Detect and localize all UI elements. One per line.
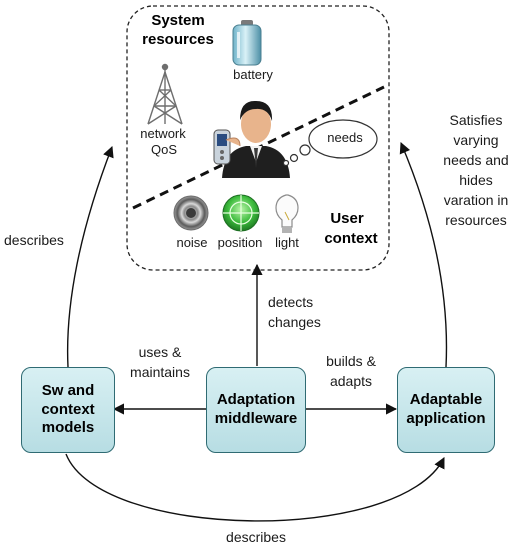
needs-label: needs — [327, 130, 363, 145]
detects-changes-line1: detects — [268, 294, 314, 310]
satisfies-line4: hides — [459, 172, 493, 188]
needs-thought-bubble — [282, 119, 378, 167]
uses-maintains-line1: uses & — [138, 344, 182, 360]
phone-icon — [213, 129, 241, 165]
system-resources-text: System resources — [142, 12, 214, 48]
network-label-line2: QoS — [150, 142, 178, 157]
network-label-line1: network — [140, 126, 186, 141]
arrow-describes-left — [66, 145, 114, 368]
network-tower-icon — [147, 63, 183, 125]
adaptable-application-box: Adaptable application — [397, 367, 495, 453]
position-target-icon — [222, 194, 260, 232]
user-context-line1: User — [330, 210, 364, 227]
noise-label: noise — [176, 235, 208, 250]
satisfies-line6: resources — [445, 212, 507, 228]
system-resources-title: System resources — [133, 12, 223, 50]
satisfies-line2: varying — [453, 132, 499, 148]
satisfies-line3: needs and — [443, 152, 509, 168]
builds-adapts-line2: adapts — [329, 373, 373, 389]
arrow-satisfies-right — [399, 141, 448, 368]
satisfies-line5: varation in — [443, 192, 509, 208]
noise-speaker-icon — [173, 195, 209, 231]
position-label: position — [217, 235, 263, 250]
satisfies-line1: Satisfies — [449, 112, 503, 128]
light-bulb-icon — [275, 194, 299, 233]
battery-label: battery — [233, 67, 273, 82]
battery-icon — [232, 20, 262, 66]
context-container — [126, 5, 390, 271]
user-person-icon — [222, 100, 290, 178]
arrow-describes-bottom — [65, 453, 445, 522]
builds-adapts-line1: builds & — [326, 353, 376, 369]
adaptation-middleware-box: Adaptation middleware — [206, 367, 306, 453]
light-label: light — [275, 235, 299, 250]
uses-maintains-line2: maintains — [130, 364, 190, 380]
sw-context-models-box: Sw and context models — [21, 367, 115, 453]
describes-left-label: describes — [4, 232, 64, 248]
describes-bottom-label: describes — [226, 529, 286, 545]
detects-changes-line2: changes — [268, 314, 321, 330]
user-context-line2: context — [324, 230, 378, 247]
